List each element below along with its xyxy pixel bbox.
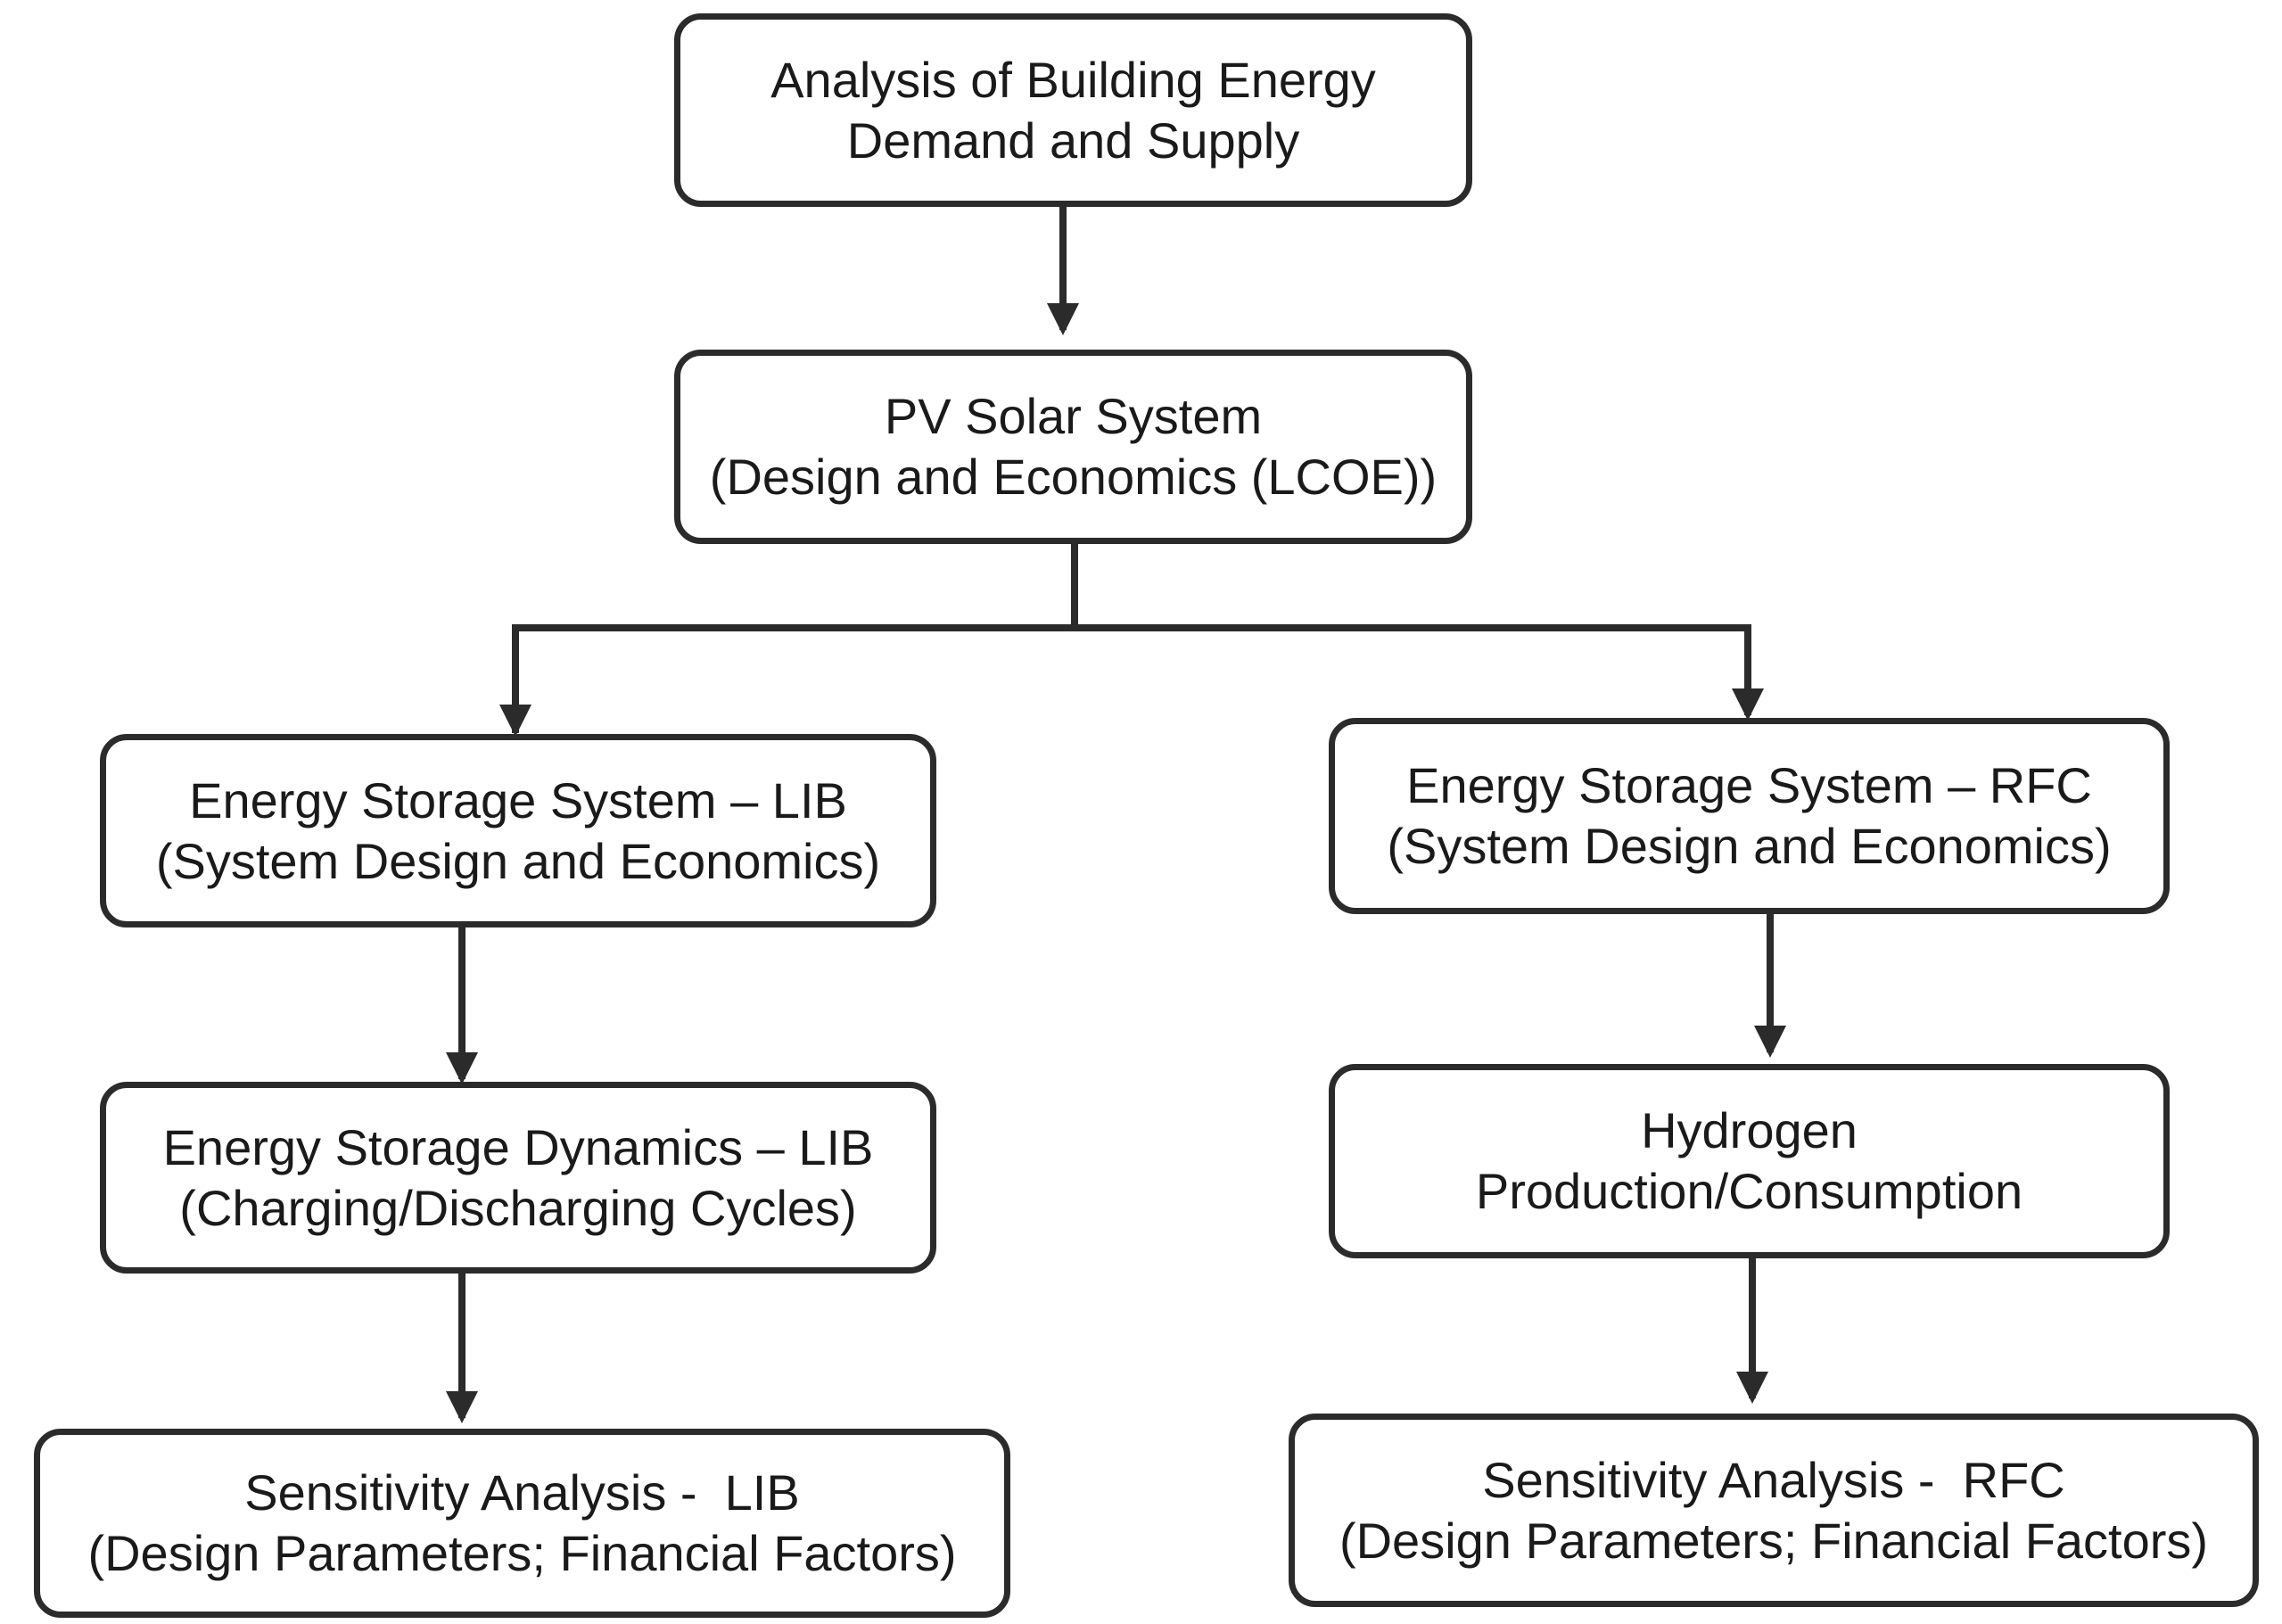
- node-dynamics-lib: Energy Storage Dynamics – LIB (Charging/…: [100, 1082, 936, 1274]
- node-demand-supply: Analysis of Building Energy Demand and S…: [674, 13, 1472, 207]
- node-sensitivity-lib-line1: Sensitivity Analysis - LIB: [244, 1464, 800, 1521]
- node-sensitivity-lib: Sensitivity Analysis - LIB (Design Param…: [34, 1429, 1010, 1618]
- node-hydrogen: Hydrogen Production/Consumption: [1329, 1064, 2170, 1258]
- node-ess-lib-line2: (System Design and Economics): [155, 832, 881, 889]
- node-ess-rfc-line1: Energy Storage System – RFC: [1406, 757, 2092, 813]
- node-ess-rfc: Energy Storage System – RFC (System Desi…: [1329, 718, 2170, 914]
- node-demand-supply-line2: Demand and Supply: [846, 111, 1300, 169]
- node-sensitivity-rfc: Sensitivity Analysis - RFC (Design Param…: [1289, 1414, 2259, 1607]
- node-ess-rfc-line2: (System Design and Economics): [1387, 818, 2112, 874]
- node-pv-solar: PV Solar System (Design and Economics (L…: [674, 350, 1472, 544]
- node-pv-solar-line2: (Design and Economics (LCOE)): [709, 449, 1438, 505]
- node-hydrogen-line1: Hydrogen: [1641, 1102, 1858, 1158]
- node-sensitivity-lib-line2: (Design Parameters; Financial Factors): [87, 1525, 957, 1581]
- node-demand-supply-line1: Analysis of Building Energy: [770, 51, 1376, 108]
- node-dynamics-lib-line2: (Charging/Discharging Cycles): [179, 1179, 857, 1236]
- node-sensitivity-rfc-line1: Sensitivity Analysis - RFC: [1482, 1451, 2065, 1508]
- node-dynamics-lib-line1: Energy Storage Dynamics – LIB: [162, 1118, 874, 1175]
- node-sensitivity-rfc-line2: (Design Parameters; Financial Factors): [1339, 1512, 2209, 1569]
- node-hydrogen-line2: Production/Consumption: [1475, 1163, 2023, 1219]
- node-pv-solar-line1: PV Solar System: [884, 388, 1263, 444]
- node-ess-lib: Energy Storage System – LIB (System Desi…: [100, 734, 936, 927]
- node-ess-lib-line1: Energy Storage System – LIB: [189, 771, 847, 828]
